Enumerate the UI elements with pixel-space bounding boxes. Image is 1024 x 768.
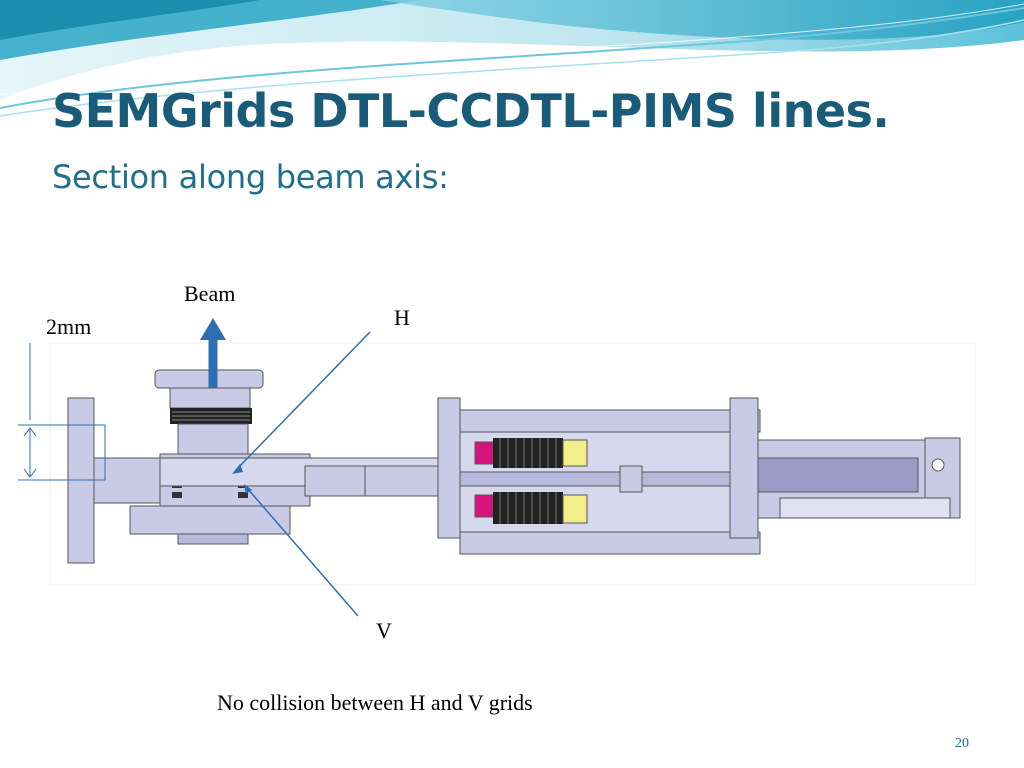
slide-title: SEMGrids DTL-CCDTL-PIMS lines.	[52, 84, 890, 138]
page-number: 20	[955, 736, 969, 751]
motor-guide	[779, 497, 951, 519]
port-body	[177, 423, 249, 455]
caption: No collision between H and V grids	[217, 690, 533, 715]
bellows-upper	[493, 438, 563, 468]
yellow-block-top	[562, 439, 588, 467]
beam-arrow-head	[200, 318, 226, 340]
top-port-neck	[169, 387, 251, 409]
dimension-marker	[18, 343, 106, 481]
actuator-top-rail	[459, 409, 761, 433]
header-wave-banner	[0, 0, 1024, 117]
yellow-block-bottom	[562, 494, 588, 524]
bellows-ribs	[499, 438, 557, 524]
seal-bottom	[474, 494, 494, 518]
motor-core	[757, 457, 919, 493]
actuator-rear-plate	[729, 397, 759, 539]
seal-top	[474, 441, 494, 465]
v-leader-line	[246, 487, 359, 617]
rod-nut	[619, 465, 643, 493]
actuator-front-plate	[437, 397, 461, 539]
bellows-lower	[493, 492, 563, 524]
cross-section-drawing	[18, 318, 976, 617]
beam-label: Beam	[184, 281, 236, 306]
v-leader-arrowhead	[244, 484, 252, 494]
v-grid-label: V	[376, 618, 392, 643]
actuator-bottom-rail	[459, 531, 761, 555]
lower-block-base	[177, 533, 249, 545]
bellows-top-lines	[172, 411, 250, 421]
central-rod	[459, 471, 741, 487]
dimension-label: 2mm	[46, 314, 92, 339]
h-grid-label: H	[394, 305, 410, 330]
h-leader-arrowhead	[232, 464, 243, 474]
endcap-bolt	[931, 458, 945, 472]
lower-block	[129, 505, 291, 535]
shaft-coupling	[304, 465, 366, 497]
h-leader-line	[235, 331, 371, 471]
slide-subtitle: Section along beam axis:	[52, 158, 449, 196]
